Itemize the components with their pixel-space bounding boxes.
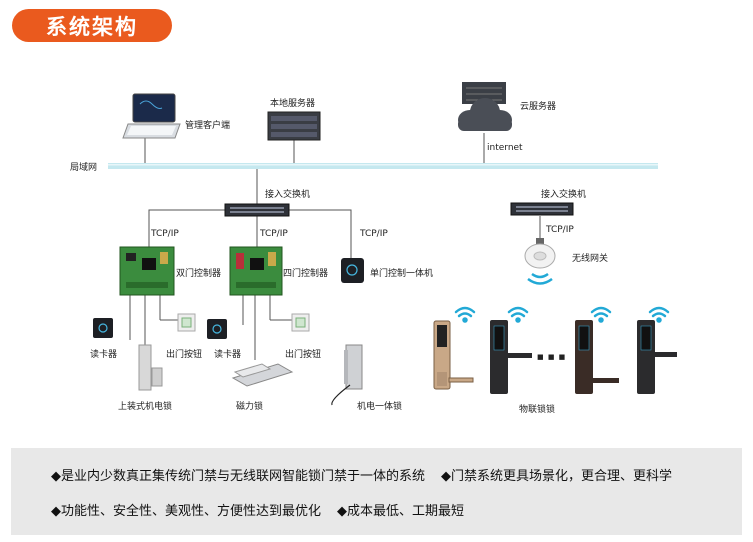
cloud-server-icon bbox=[458, 82, 512, 131]
switch-icon-2 bbox=[510, 202, 574, 216]
switch1-label: 接入交换机 bbox=[265, 190, 311, 200]
client-label: 管理客户端 bbox=[185, 121, 231, 131]
surface-lock-icon bbox=[138, 344, 163, 391]
feature-item: ◆是业内少数真正集传统门禁与无线联网智能锁门禁于一体的系统 bbox=[51, 469, 425, 484]
card-reader-icon-1 bbox=[93, 318, 113, 338]
internet-label: internet bbox=[487, 143, 523, 153]
single-door-reader-icon bbox=[341, 258, 364, 283]
switch2-label: 接入交换机 bbox=[541, 190, 587, 200]
tcp-label-4: TCP/IP bbox=[546, 225, 574, 235]
exit-button-icon-1 bbox=[177, 313, 196, 332]
smart-lock-icon-2 bbox=[490, 320, 532, 394]
wifi-gateway-label: 无线网关 bbox=[572, 254, 609, 264]
ellipsis-dots: ■ ■ ■ bbox=[537, 353, 567, 361]
iot-lock-label: 物联锁锁 bbox=[519, 405, 556, 415]
exit-button1-label: 出门按钮 bbox=[166, 350, 203, 360]
smart-lock-icon-4 bbox=[637, 320, 677, 394]
magnetic-lock-icon bbox=[231, 363, 294, 387]
tcp-label-1: TCP/IP bbox=[151, 229, 179, 239]
feature-line-1: ◆是业内少数真正集传统门禁与无线联网智能锁门禁于一体的系统 ◆门禁系统更具场景化，… bbox=[51, 465, 688, 484]
tcp-label-3: TCP/IP bbox=[360, 229, 388, 239]
feature-item: ◆成本最低、工期最短 bbox=[337, 504, 464, 519]
surface-lock-label: 上装式机电锁 bbox=[118, 402, 173, 412]
architecture-diagram bbox=[93, 82, 677, 406]
exit-button-icon-2 bbox=[291, 313, 310, 332]
tcp-label-2: TCP/IP bbox=[260, 229, 288, 239]
connector-lines bbox=[129, 133, 541, 360]
smart-lock-icon-3 bbox=[575, 320, 619, 394]
dual-controller-label: 双门控制器 bbox=[176, 269, 222, 279]
switch-icon-1 bbox=[224, 203, 290, 217]
mech-lock-label: 机电一体锁 bbox=[357, 402, 403, 412]
wifi-icons bbox=[454, 306, 670, 323]
single-controller-label: 单门控制一体机 bbox=[370, 269, 434, 279]
mag-lock-label: 磁力锁 bbox=[236, 402, 264, 412]
feature-line-2: ◆功能性、安全性、美观性、方便性达到最优化 ◆成本最低、工期最短 bbox=[51, 500, 480, 519]
mechatronic-lock-icon bbox=[331, 344, 363, 406]
exit-button2-label: 出门按钮 bbox=[285, 350, 322, 360]
reader2-label: 读卡器 bbox=[214, 350, 242, 360]
wireless-gateway-icon bbox=[524, 238, 556, 285]
quad-controller-board bbox=[229, 246, 283, 296]
card-reader-icon-2 bbox=[207, 319, 227, 339]
lan-bar bbox=[108, 163, 658, 169]
smart-lock-icon-1 bbox=[433, 320, 474, 390]
feature-item: ◆功能性、安全性、美观性、方便性达到最优化 bbox=[51, 504, 321, 519]
laptop-icon bbox=[122, 93, 181, 139]
section-title: 系统架构 bbox=[12, 9, 172, 42]
cloud-server-label: 云服务器 bbox=[520, 102, 557, 112]
reader1-label: 读卡器 bbox=[90, 350, 118, 360]
quad-controller-label: 四门控制器 bbox=[283, 269, 329, 279]
local-server-label: 本地服务器 bbox=[270, 99, 316, 109]
server-icon bbox=[267, 111, 321, 141]
dual-controller-board bbox=[119, 246, 175, 296]
feature-panel: ◆是业内少数真正集传统门禁与无线联网智能锁门禁于一体的系统 ◆门禁系统更具场景化，… bbox=[11, 448, 742, 535]
feature-item: ◆门禁系统更具场景化，更合理、更科学 bbox=[441, 469, 672, 484]
lan-label: 局域网 bbox=[70, 163, 98, 173]
